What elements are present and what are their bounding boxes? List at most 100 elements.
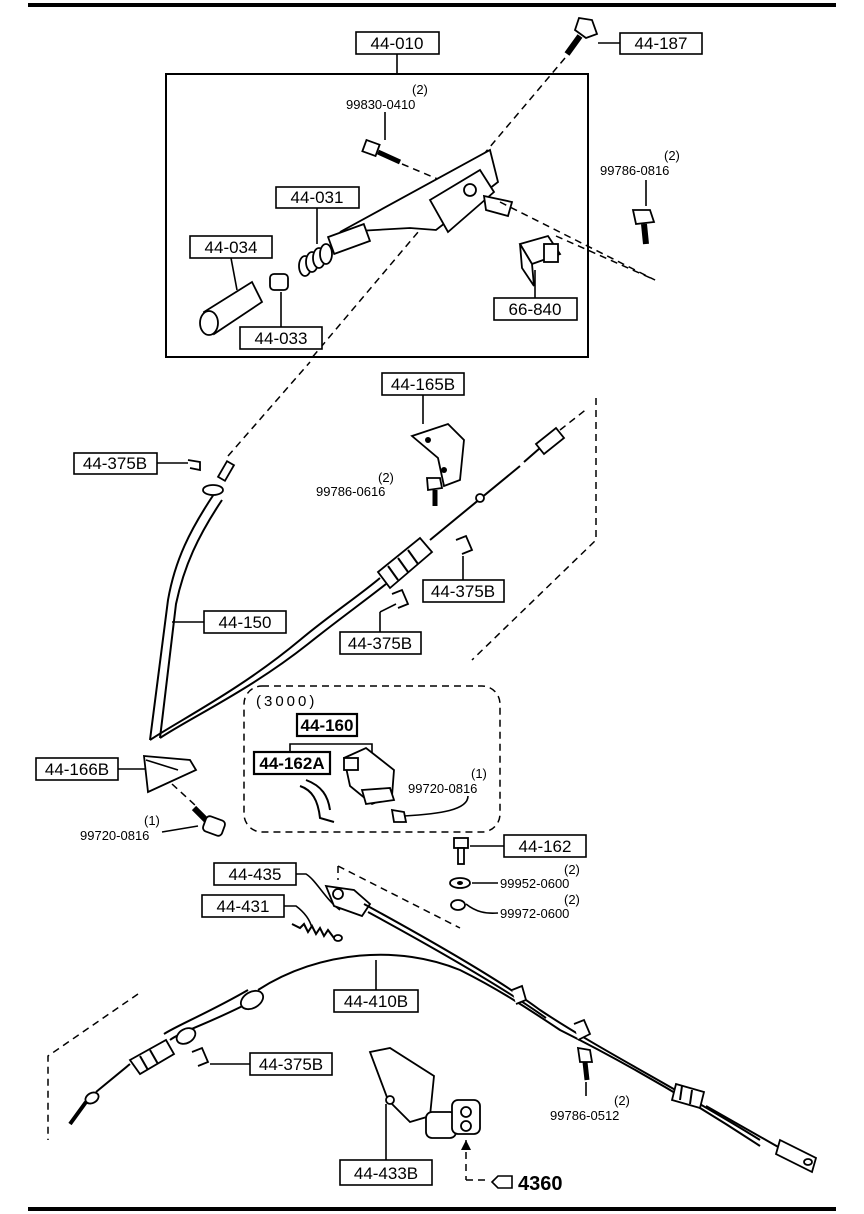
callout-box-44-162A (252, 750, 332, 776)
leader-44-375B-c-2 (379, 603, 397, 613)
cable-44-150-sheath-outer (149, 493, 215, 741)
cable-top-fitting (202, 459, 236, 496)
dash-cable-end (559, 407, 589, 431)
callout-3000: (3000) (256, 693, 317, 710)
bolt-99786-0816 (631, 209, 656, 245)
bolt-44-162 (453, 837, 469, 865)
leader-44-160 (289, 743, 373, 756)
bracket-44-160 (342, 746, 396, 806)
leader-99972-0600 (465, 903, 499, 915)
callout-44-162A: 44-162A (259, 754, 324, 773)
cable-boot (376, 536, 434, 590)
clip-on-rear (573, 1018, 592, 1041)
spring-44-431 (291, 922, 343, 942)
callout-44-431: 44-431 (217, 897, 270, 916)
bracket-44-165B (410, 422, 465, 488)
callout-44-187: 44-187 (635, 34, 688, 53)
callout-box-44-160 (295, 712, 359, 738)
dash-rear-top (337, 865, 461, 929)
washer-99972-0600 (450, 899, 466, 911)
callout-44-010: 44-010 (371, 34, 424, 53)
qty-99786-0816: (2) (664, 148, 680, 163)
washer-99952-0600-hole (457, 881, 463, 885)
leader-99720-0816-b (161, 825, 199, 833)
qty-99972-0600: (2) (564, 892, 580, 907)
rear-cable-right-end (670, 1082, 818, 1174)
rear-cable-right-2 (367, 911, 547, 1019)
bracket-44-433B (368, 1047, 435, 1124)
inset-3000-frame (243, 685, 501, 833)
callout-box-66-840 (493, 297, 578, 321)
bolt-99720-0816-a (390, 808, 408, 823)
dash-cable-region (471, 398, 597, 661)
callout-44-375B-a: 44-375B (83, 454, 147, 473)
parking-brake-lever (326, 148, 514, 256)
cable-44-150-lower (149, 577, 381, 741)
callout-99972-0600: 99972-0600 (500, 906, 569, 921)
cable-ring (475, 493, 485, 503)
caliper-4360 (425, 1099, 481, 1139)
callout-99720-0816-b: 99720-0816 (80, 828, 149, 843)
bolt-99786-0512 (576, 1046, 594, 1081)
leader-99720-0816-a (403, 795, 469, 817)
callout-44-160: 44-160 (301, 716, 354, 735)
dash-bolt-right-a (499, 201, 656, 281)
dash-cable-to-lever (227, 361, 311, 457)
callout-44-410B: 44-410B (344, 992, 408, 1011)
clamp-44-162A (299, 779, 335, 823)
callout-99830-0410: 99830-0410 (346, 97, 415, 112)
callout-44-033: 44-033 (255, 329, 308, 348)
equalizer-44-435 (324, 884, 372, 918)
cable-inner-wire (429, 465, 521, 541)
callout-44-433B: 44-433B (354, 1164, 418, 1183)
bracket-44-166B (142, 755, 198, 794)
callout-44-435: 44-435 (229, 865, 282, 884)
knob-44-034 (199, 280, 264, 336)
callout-99786-0512: 99786-0512 (550, 1108, 619, 1123)
screw-99830-0410 (361, 138, 402, 165)
clip-44-375B-c (391, 588, 410, 609)
qty-99786-0512: (2) (614, 1093, 630, 1108)
callout-box-44-375B-c (339, 631, 422, 655)
callout-box-44-150 (203, 610, 287, 634)
qty-99786-0616: (2) (378, 470, 394, 485)
bolt-99786-0616 (426, 477, 444, 506)
switch-66-840 (518, 234, 562, 287)
callout-4360: 4360 (518, 1173, 563, 1195)
qty-99720-0816-b: (1) (144, 813, 160, 828)
callout-99952-0600: 99952-0600 (500, 876, 569, 891)
callout-box-44-410B (333, 989, 419, 1013)
spring-44-031 (298, 243, 333, 277)
lever-assembly-frame (165, 73, 589, 358)
qty-99720-0816-a: (1) (471, 766, 487, 781)
arrow-4360 (461, 1140, 471, 1150)
callout-44-375B-b: 44-375B (431, 582, 495, 601)
rear-cable-left-2 (163, 989, 249, 1035)
cable-44-150-sheath-inner (159, 499, 223, 739)
clip-44-375B-a (187, 459, 201, 472)
callout-44-165B: 44-165B (391, 375, 455, 394)
callout-44-166B: 44-166B (45, 760, 109, 779)
bolt-44-187 (564, 16, 599, 56)
callout-99720-0816-a: 99720-0816 (408, 781, 477, 796)
callout-99786-0616: 99786-0616 (316, 484, 385, 499)
dash-bolt-right-b (555, 235, 656, 281)
callout-44-034: 44-034 (205, 238, 258, 257)
dash-166B-bolt (171, 783, 197, 807)
callout-44-150: 44-150 (219, 613, 272, 632)
callout-44-031: 44-031 (291, 188, 344, 207)
cable-end-front (534, 426, 566, 456)
cable-to-end (523, 447, 541, 463)
button-44-033 (269, 273, 289, 291)
qty-99952-0600: (2) (564, 862, 580, 877)
callout-box-44-162 (503, 834, 587, 858)
callout-box-44-375B-d (249, 1052, 333, 1076)
dash-screw (401, 163, 441, 181)
dash-rear-left (47, 993, 139, 1140)
callout-44-375B-d: 44-375B (259, 1055, 323, 1074)
clip-44-375B-d (191, 1046, 210, 1067)
qty-99830-0410: (2) (412, 82, 428, 97)
callout-box-44-375B-b (422, 579, 505, 603)
